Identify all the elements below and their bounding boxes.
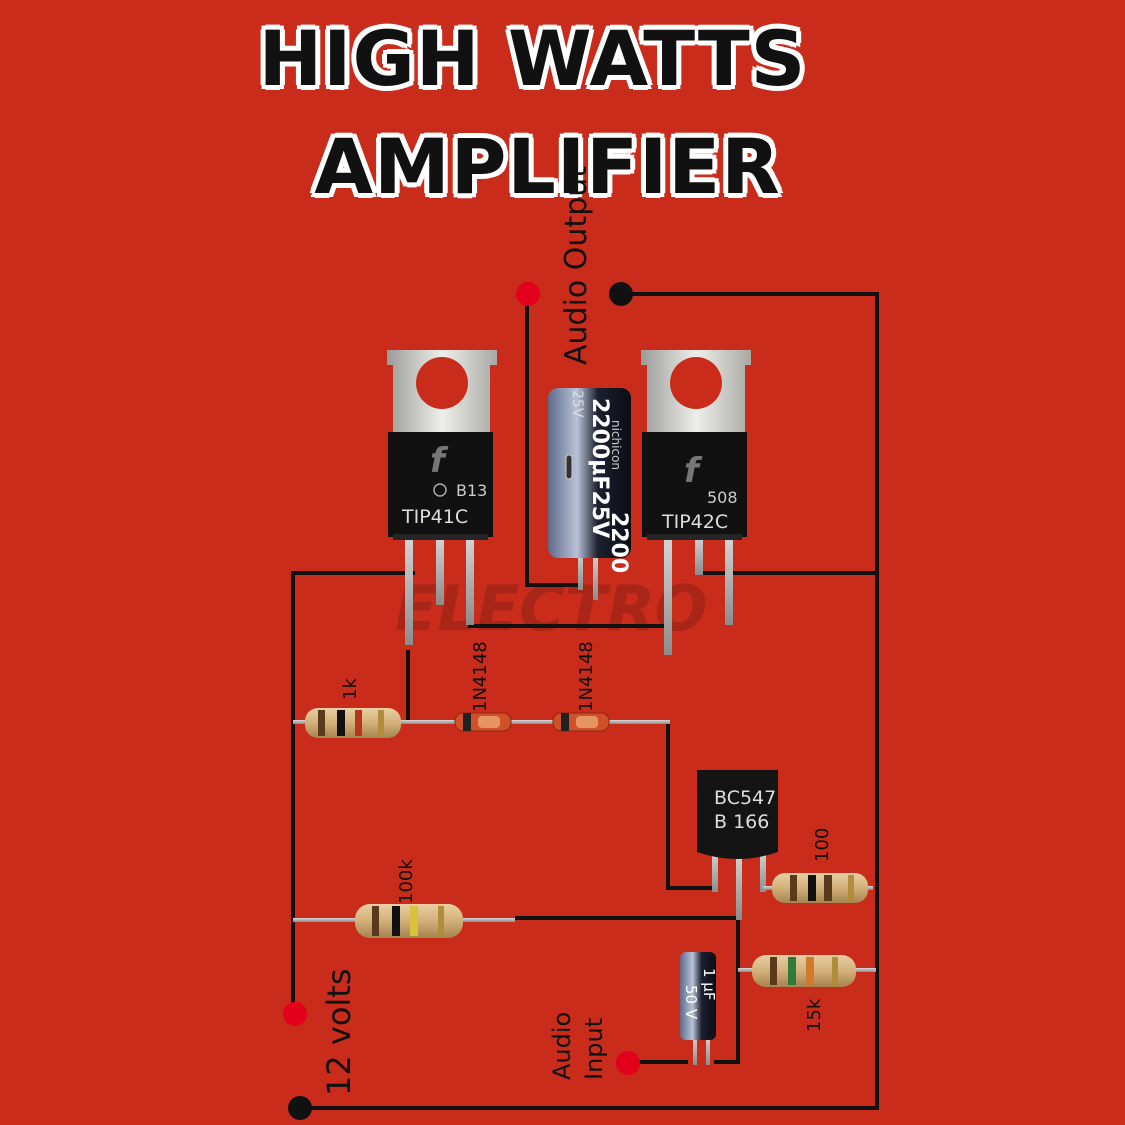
resistor-100k	[293, 904, 515, 938]
resistor-100-label: 100	[812, 828, 833, 862]
capacitor-1uf: 1 µF 50 V	[680, 952, 718, 1065]
bc547-body	[697, 770, 778, 859]
capacitor-2200uf-text-b: 25V	[569, 390, 585, 418]
capacitor-1uf-body	[680, 952, 716, 1040]
audio-output-red-terminal	[516, 282, 540, 306]
diode-1n4148-1	[454, 712, 512, 732]
tip42c-body	[642, 432, 747, 537]
supply-voltage-label: 12 volts	[320, 968, 358, 1096]
capacitor-2200uf-text-c: nichicon	[609, 420, 623, 470]
capacitor-2200uf-text-d: 2200	[606, 512, 631, 573]
capacitor-1uf-line-1: 1 µF	[700, 968, 718, 1000]
transistor-tip41c: f B13 TIP41C	[387, 350, 497, 645]
wire-left-rail	[291, 571, 415, 1014]
resistor-15k-label: 15k	[804, 998, 825, 1032]
diode-1-label: 1N4148	[470, 641, 491, 712]
supply-positive-terminal	[283, 1002, 307, 1026]
capacitor-1uf-line-2: 50 V	[682, 985, 700, 1020]
capacitor-2200uf: 2200µF25V nichicon 2200 25V	[548, 388, 631, 600]
wire-ground-rail	[300, 292, 879, 1110]
audio-output-black-terminal	[609, 282, 633, 306]
tip41c-marking-2: TIP41C	[401, 506, 468, 528]
tip42c-marking-2: TIP42C	[661, 511, 728, 533]
supply-negative-terminal	[288, 1096, 312, 1120]
audio-output-label: Audio Output	[559, 166, 594, 365]
title-line-1: HIGH WATTS	[258, 14, 807, 103]
resistor-1k-label: 1k	[340, 678, 361, 700]
title-line-2: AMPLIFIER	[314, 122, 781, 211]
audio-input-terminal	[616, 1051, 640, 1075]
tip41c-marking-1: B13	[456, 481, 487, 500]
diode-chain: 1k 1N4148 1N4148	[293, 641, 670, 738]
audio-input-label-2: Input	[580, 1018, 608, 1080]
resistor-100	[763, 873, 873, 903]
capacitor-2200uf-body	[548, 388, 631, 558]
wire-driver-collector	[666, 722, 714, 890]
tip42c-lead-1	[664, 535, 672, 655]
diode-2-label: 1N4148	[576, 641, 597, 712]
transistor-bc547: BC547 B 166	[697, 770, 778, 920]
bc547-line-1: BC547	[714, 787, 776, 809]
svg-text:f: f	[430, 441, 449, 481]
resistor-15k	[738, 955, 876, 987]
tip42c-mount-hole	[670, 357, 722, 409]
tip42c-lead-2	[695, 535, 703, 575]
bc547-line-2: B 166	[714, 811, 769, 833]
tip41c-lead-2	[436, 535, 444, 605]
transistor-tip42c: f 508 TIP42C	[641, 350, 751, 655]
tip42c-marking-1: 508	[707, 488, 738, 507]
capacitor-2200uf-text-a: 2200µF25V	[587, 398, 612, 538]
tip41c-mount-hole	[416, 357, 468, 409]
diode-1n4148-2	[552, 712, 610, 732]
wire-output	[525, 294, 582, 587]
diode-chain-lead	[390, 720, 670, 724]
resistor-100k-label: 100k	[396, 859, 417, 904]
tip41c-lead-3	[466, 535, 474, 625]
audio-input-label-1: Audio	[548, 1012, 576, 1080]
wire-bc547-base	[714, 870, 740, 1064]
tip41c-lead-1	[405, 535, 413, 645]
resistor-1k	[305, 708, 401, 738]
tip42c-lead-3	[725, 535, 733, 625]
svg-text:f: f	[684, 451, 703, 491]
